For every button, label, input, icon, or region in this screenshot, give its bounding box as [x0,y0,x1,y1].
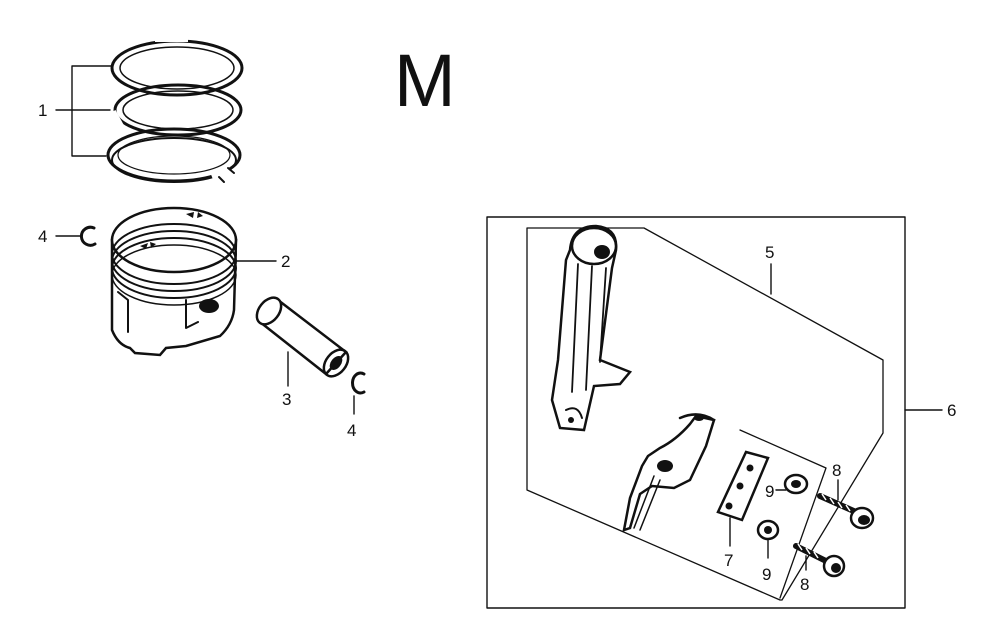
piston-ring-middle [108,83,243,137]
piston-ring-oil [106,127,242,183]
piston: 2 [110,206,290,357]
connecting-rod-assembly-frame: 6 [486,216,956,609]
connecting-rod: 5 [550,224,774,432]
rod-bolt-lower: 8 [793,543,846,594]
callout-4-right: 4 [347,421,356,440]
callout-9-lower: 9 [762,565,771,584]
piston-rings: 1 [38,34,244,183]
callout-9-upper: 9 [765,482,774,501]
callout-6: 6 [947,401,956,420]
callout-7: 7 [724,551,733,570]
callout-8-upper: 8 [832,461,841,480]
piston-pin: 3 [255,296,350,409]
washer-lower: 9 [756,519,780,584]
rod-bolt-upper: 8 [817,461,875,530]
callout-8-lower: 8 [800,575,809,594]
callout-1: 1 [38,101,47,120]
callout-5: 5 [765,243,774,262]
section-letter: M [394,39,456,122]
callout-4-left: 4 [38,227,47,246]
pin-clip-left: 4 [38,225,97,247]
pin-clip-right: 4 [347,371,366,440]
washer-upper: 9 [765,473,809,501]
piston-ring-top [110,34,244,97]
callout-2: 2 [281,252,290,271]
lock-plate: 7 [716,450,770,570]
callout-3: 3 [282,390,291,409]
rod-cap [622,413,716,532]
